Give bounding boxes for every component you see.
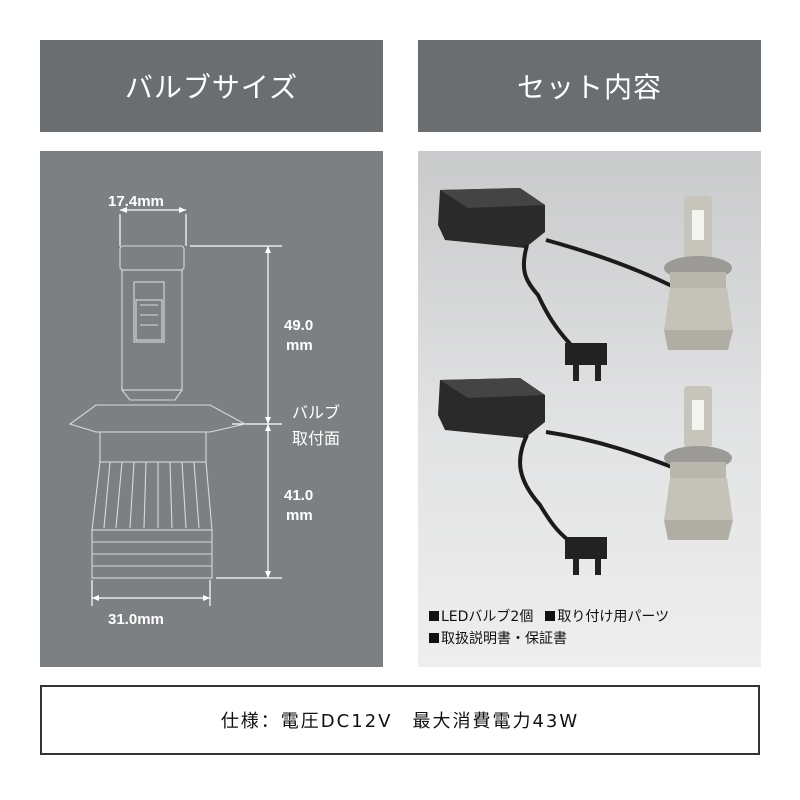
spec-text: 仕様：電圧DC12V 最大消費電力43W <box>220 711 580 732</box>
base-width-label: 31.0mm <box>108 611 164 628</box>
spec-box: 仕様：電圧DC12V 最大消費電力43W <box>40 685 760 755</box>
driver-unit-1 <box>438 188 545 248</box>
upper-height-unit: mm <box>286 337 313 354</box>
top-width-label: 17.4mm <box>108 193 164 210</box>
contents-item-led-bulbs: LEDバルブ2個 <box>441 609 534 625</box>
set-contents-header: セット内容 <box>418 40 761 132</box>
driver-unit-2 <box>438 378 545 438</box>
contents-item-mounting-parts: 取り付け用パーツ <box>557 609 670 625</box>
bulb-size-title: バルブサイズ <box>124 71 299 104</box>
bulb-size-panel <box>40 151 383 667</box>
connector-2 <box>565 537 607 575</box>
mount-surface-line1: バルブ <box>292 403 341 422</box>
contents-list: LEDバルブ2個 取り付け用パーツ 取扱説明書・保証書 <box>429 606 759 650</box>
bulb-size-header: バルブサイズ <box>40 40 383 132</box>
connector-1 <box>565 343 607 381</box>
set-contents-title: セット内容 <box>516 71 662 104</box>
led-bulb-2 <box>664 386 733 540</box>
bullet-square-icon <box>429 633 439 643</box>
cable-1a <box>521 244 580 354</box>
contents-row-1: LEDバルブ2個 取り付け用パーツ <box>429 606 759 628</box>
contents-item-manual-warranty: 取扱説明書・保証書 <box>441 631 567 647</box>
cable-2b <box>545 430 681 472</box>
lower-height-value: 41.0 <box>284 487 314 504</box>
cable-1b <box>545 238 681 292</box>
led-bulb-1 <box>664 196 733 350</box>
contents-row-2: 取扱説明書・保証書 <box>429 628 759 650</box>
mount-surface-line2: 取付面 <box>292 429 341 448</box>
upper-height-value: 49.0 <box>284 317 314 334</box>
bullet-square-icon <box>429 611 439 621</box>
lower-height-unit: mm <box>286 507 313 524</box>
bulb-outline <box>68 245 247 579</box>
bullet-square-icon <box>545 611 556 621</box>
cable-2a <box>518 434 577 547</box>
